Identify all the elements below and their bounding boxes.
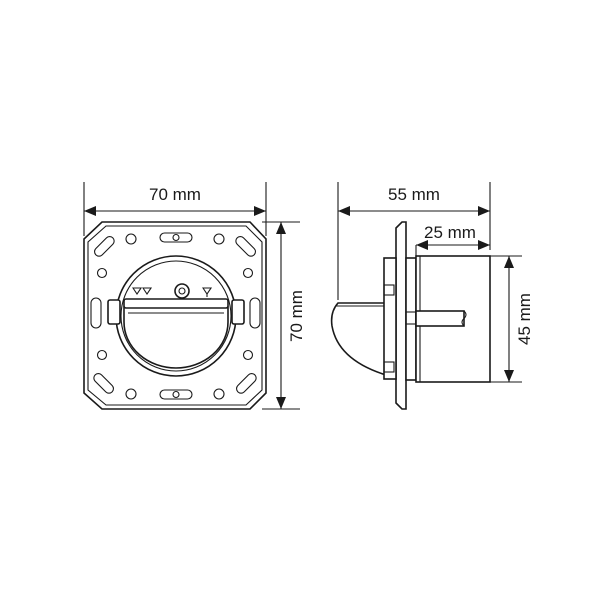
plate-rear-flange — [405, 257, 417, 381]
width-dimension — [83, 182, 267, 236]
height-dimension — [262, 221, 300, 410]
height-label: 70 mm — [287, 290, 306, 342]
side-clamps — [107, 299, 245, 325]
potentiometer-knob — [174, 283, 190, 299]
clamp-screw-break — [461, 310, 467, 327]
housing-height-dimension — [490, 255, 522, 383]
housing-height-label: 45 mm — [515, 293, 534, 345]
sensor-face — [123, 306, 229, 369]
depth-label: 55 mm — [388, 185, 440, 204]
housing-depth-label: 25 mm — [424, 223, 476, 242]
sensor-dome — [330, 302, 387, 377]
mounting-plate-inner-outline — [87, 225, 263, 406]
keyhole-slots — [159, 232, 193, 400]
mounting-plate-outline — [83, 221, 267, 410]
sensor-top-band — [123, 298, 229, 309]
housing-depth-dimension — [415, 240, 490, 256]
side-slots — [90, 297, 261, 329]
corner-slots — [93, 236, 257, 394]
side-frame-clip-top — [383, 284, 395, 296]
screw-holes — [96, 233, 254, 400]
side-mounting-plate — [395, 221, 407, 410]
width-label: 70 mm — [149, 185, 201, 204]
depth-dimension — [337, 182, 491, 300]
insert-ring-inner — [120, 260, 232, 372]
side-frame — [383, 257, 397, 380]
side-view: 55 mm 25 mm 45 mm — [330, 182, 534, 410]
potentiometer-center — [178, 287, 186, 295]
setting-symbols — [131, 287, 213, 297]
side-frame-clip-bottom — [383, 361, 395, 373]
clamp-screw — [415, 310, 465, 327]
front-view: 70 mm 70 mm — [83, 182, 306, 410]
